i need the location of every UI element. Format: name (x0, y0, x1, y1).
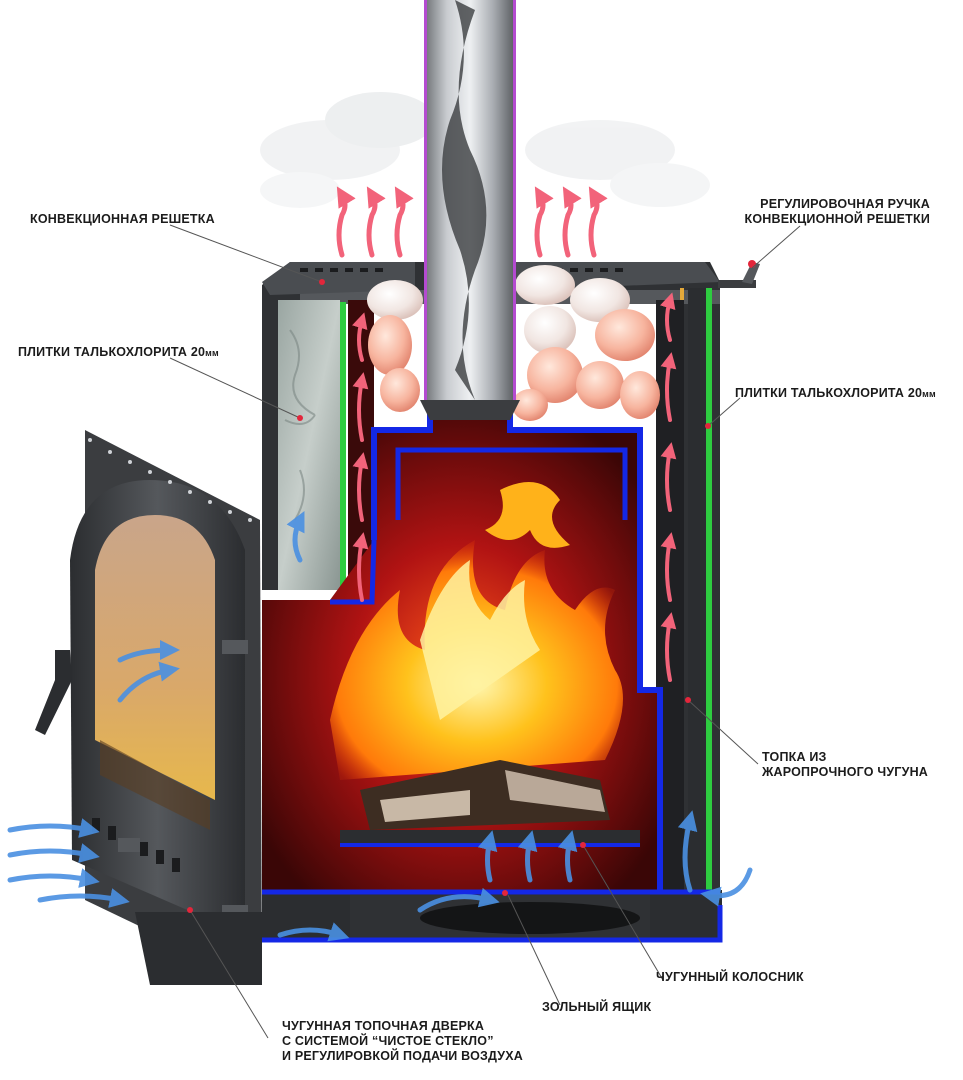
grille-adjust-handle (718, 260, 760, 288)
label-convection-grille: КОНВЕКЦИОННАЯ РЕШЕТКА (30, 212, 215, 226)
label-firebox-door: ЧУГУННАЯ ТОПОЧНАЯ ДВЕРКА С СИСТЕМОЙ “ЧИС… (282, 1019, 524, 1063)
fire-flames (330, 482, 623, 780)
label-talc-tiles-left: ПЛИТКИ ТАЛЬКОХЛОРИТА 20мм (18, 345, 219, 359)
label-firebox: ТОПКА ИЗ ЖАРОПРОЧНОГО ЧУГУНА (762, 750, 929, 779)
steam-clouds (260, 92, 710, 208)
stove-base (135, 912, 262, 985)
hot-air-arrows-channels (352, 292, 677, 682)
label-grate: ЧУГУННЫЙ КОЛОСНИК (656, 970, 804, 984)
cold-air-arrows (7, 511, 753, 942)
chimney-pipe (420, 0, 520, 420)
sauna-stones (367, 265, 660, 421)
firewood-logs (360, 760, 610, 830)
leader-lines (169, 224, 801, 1039)
marker-dots (187, 279, 711, 913)
label-adjust-handle: РЕГУЛИРОВОЧНАЯ РУЧКА КОНВЕКЦИОННОЙ РЕШЕТ… (744, 197, 930, 226)
label-talc-tiles-right: ПЛИТКИ ТАЛЬКОХЛОРИТА 20мм (735, 386, 936, 400)
hot-air-arrows-top (336, 186, 608, 258)
ash-box (350, 890, 650, 940)
talc-tile-left (278, 300, 346, 592)
label-ash-box: ЗОЛЬНЫЙ ЯЩИК (542, 1000, 652, 1014)
firebox-door (35, 430, 262, 985)
